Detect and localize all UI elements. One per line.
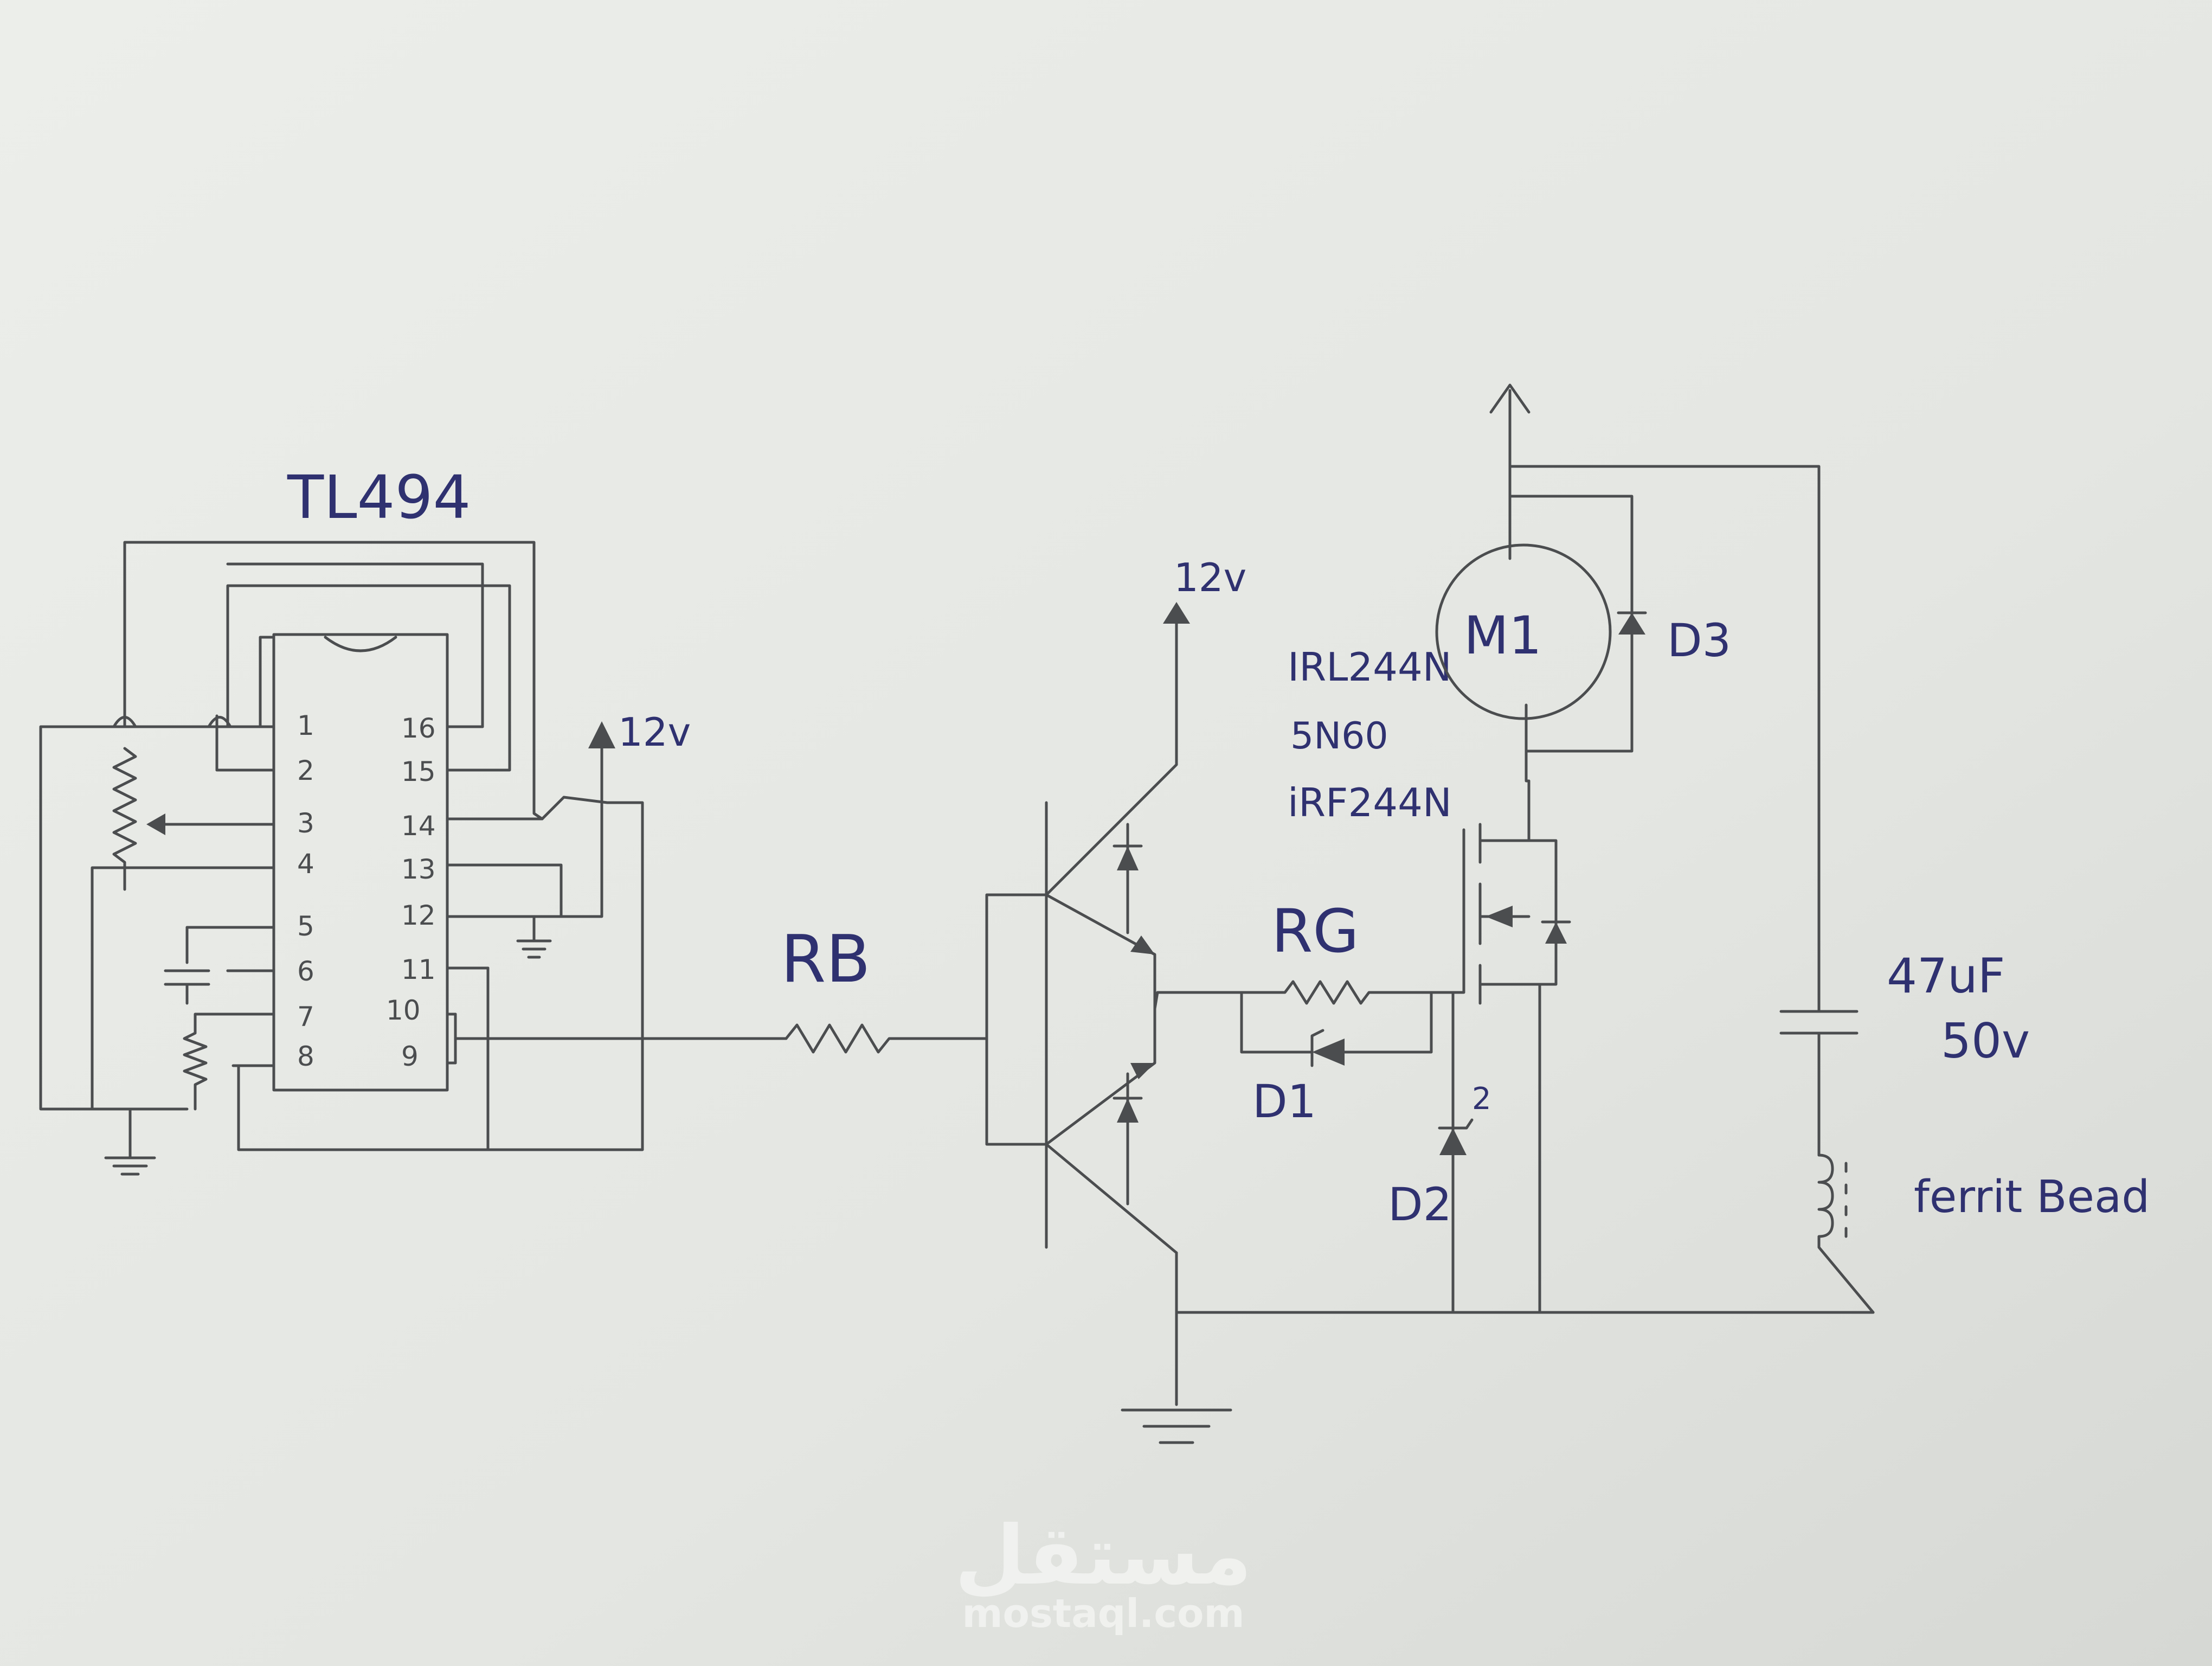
mosfet-body-diode-head [1545, 922, 1567, 944]
d1-label: D1 [1252, 1075, 1316, 1128]
rb-label: RB [781, 922, 871, 997]
pin-7-label: 7 [297, 1001, 314, 1033]
rg-label: RG [1271, 896, 1359, 966]
pin-13-label: 13 [401, 854, 436, 885]
d3-label: D3 [1667, 614, 1731, 667]
pin-15-label: 15 [401, 756, 436, 787]
d1-zener-symbol [1310, 1029, 1324, 1067]
pin-2-label: 2 [297, 755, 314, 786]
ground-return [1121, 1251, 1875, 1444]
d1-head [1312, 1039, 1345, 1066]
pin-10-label: 10 [386, 995, 421, 1026]
d2-mark: 2 [1472, 1081, 1491, 1117]
ferrite-bead-coil [1817, 1154, 1875, 1314]
motor-circle [1435, 543, 1612, 720]
d1-bypass-wire [1240, 991, 1433, 1054]
base-resistor: RB [781, 922, 978, 1054]
ic-12v-label: 12v [618, 709, 691, 755]
ferrite-bead-label: ferrit Bead [1914, 1171, 2150, 1223]
ic-left-rail [39, 725, 275, 1159]
mosfet-body-arrow [1486, 906, 1513, 927]
motor-supply-wire [1508, 465, 1821, 997]
pin-9-label: 9 [401, 1041, 419, 1072]
pin-12-ground [516, 915, 552, 959]
pin-11-label: 11 [401, 954, 436, 985]
ic-12v-arrow [588, 721, 615, 748]
pot-wiper-head [146, 813, 165, 835]
upper-flyback-diode-head [1117, 846, 1139, 870]
rg-zigzag [1240, 980, 1455, 1005]
pin-4-label: 4 [297, 848, 314, 880]
upper-emitter-arrow [1130, 935, 1155, 954]
ic-ground-symbol [104, 1156, 156, 1176]
power-mosfet: IRL244N 5N60 iRF244N [1288, 644, 1571, 1314]
d2-cathode-bar [1438, 1118, 1474, 1130]
potentiometer [112, 747, 137, 891]
gate-network: RG D1 [1240, 896, 1455, 1128]
mosfet-option-1: IRL244N [1288, 644, 1452, 690]
driver-12v-label: 12v [1174, 555, 1246, 600]
pin-1-label: 1 [297, 710, 314, 741]
capacitor-value: 47uF [1887, 948, 2005, 1004]
motor-label: M1 [1464, 605, 1542, 666]
d2-label: D2 [1388, 1178, 1452, 1231]
pin-8-label: 8 [297, 1041, 314, 1072]
mosfet-option-3: iRF244N [1288, 780, 1452, 825]
mosfet-gate [1451, 828, 1465, 994]
d2-head [1439, 1128, 1467, 1155]
pin-12-label: 12 [401, 900, 436, 931]
watermark-logo: مستقل [955, 1509, 1252, 1603]
driver-output-wire [1153, 991, 1243, 1010]
d3-head [1618, 613, 1645, 635]
capacitor-plates [1779, 994, 1859, 1157]
lower-flyback-diode-head [1117, 1098, 1139, 1123]
pin-3-label: 3 [297, 808, 314, 839]
mostaql-watermark: مستقل mostaql.com [955, 1509, 1252, 1636]
mosfet-option-2: 5N60 [1290, 715, 1388, 758]
tl494-ic: TL494 1 2 3 4 5 6 7 8 16 15 14 13 12 11 … [39, 463, 788, 1176]
motor-section: M1 D3 [1435, 383, 1821, 997]
ic-notch [324, 636, 397, 652]
pin-5-label: 5 [297, 911, 314, 942]
lower-emitter-arrow [1130, 1063, 1155, 1079]
main-ground-symbol [1121, 1408, 1232, 1444]
ic-name-label: TL494 [287, 463, 471, 532]
timing-capacitor [164, 926, 275, 1005]
output-filter: 47uF 50v ferrit Bead [1779, 948, 2150, 1314]
ic-feedback-loops [123, 541, 544, 821]
ground-rail [1175, 1251, 1875, 1406]
driver-input-box [974, 893, 1048, 1146]
gate-driver: 12v [974, 555, 1246, 1374]
motor-lower-wire [1525, 703, 1531, 783]
supply-arrow [1489, 383, 1531, 468]
watermark-url: mostaql.com [962, 1591, 1244, 1636]
ic-left-pins: 1 2 3 4 5 6 7 8 [297, 710, 314, 1072]
capacitor-voltage: 50v [1941, 1013, 2030, 1069]
driver-12v-arrow [1163, 602, 1190, 624]
pin-14-label: 14 [401, 810, 436, 842]
ic-jumper-arcs [112, 716, 232, 728]
ic-right-pins: 16 15 14 13 12 11 10 9 [386, 713, 436, 1072]
pin-6-label: 6 [297, 956, 314, 987]
timing-resistor [183, 1013, 208, 1111]
ic-body [272, 633, 449, 1092]
rb-zigzag [785, 1023, 978, 1054]
d2-zener: 2 D2 [1388, 991, 1491, 1314]
pin-16-label: 16 [401, 713, 436, 744]
ic-right-wiring [237, 744, 644, 1151]
